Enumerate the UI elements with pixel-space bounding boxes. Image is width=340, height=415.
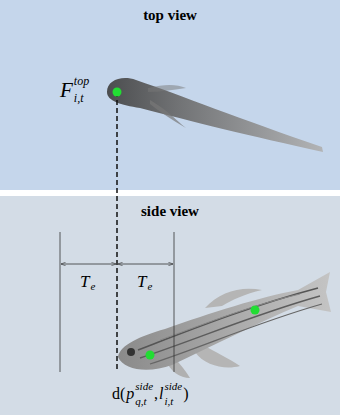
key-point <box>113 88 122 97</box>
math-symbol: q,t <box>135 396 146 407</box>
math-symbol: d( <box>112 386 125 402</box>
math-symbol: F <box>60 80 73 101</box>
top-fish <box>107 78 323 152</box>
projection-line <box>116 92 118 372</box>
dimension-arrow <box>61 264 116 265</box>
side-fish <box>118 272 331 378</box>
key-point <box>251 306 260 315</box>
panel-title: side view <box>0 196 340 220</box>
math-symbol: i,t <box>74 92 84 104</box>
math-symbol: i,t <box>165 396 174 407</box>
math-symbol: T <box>137 273 146 290</box>
dimension-arrow <box>118 264 173 265</box>
math-symbol: l <box>159 386 163 402</box>
math-symbol: e <box>90 281 95 292</box>
key-point <box>146 351 155 360</box>
panel-title: top view <box>0 0 340 24</box>
math-symbol: , <box>154 386 158 402</box>
math-symbol: ) <box>183 386 188 402</box>
boundary-line <box>174 232 175 372</box>
math-symbol: e <box>147 281 152 292</box>
math-symbol: p <box>126 386 134 402</box>
math-symbol: side <box>165 381 183 392</box>
math-symbol: side <box>135 381 153 392</box>
math-symbol: T <box>80 273 89 290</box>
view-panel: top view <box>0 0 340 190</box>
boundary-line <box>60 232 61 372</box>
math-symbol: top <box>74 75 89 87</box>
